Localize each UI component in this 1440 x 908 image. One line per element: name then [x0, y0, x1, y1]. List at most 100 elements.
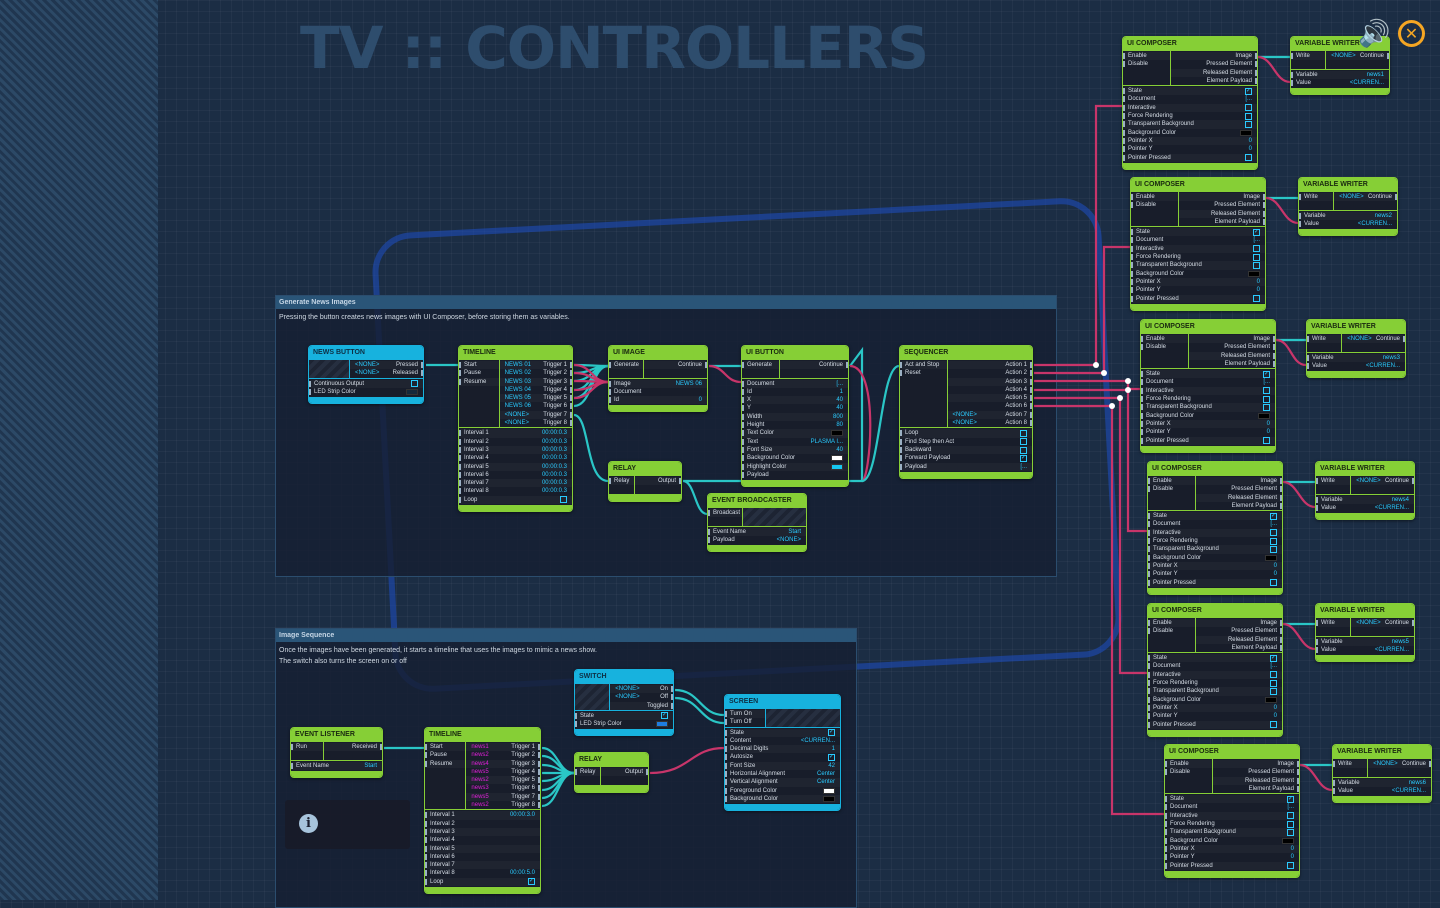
- output-port[interactable]: Pressed Element: [1189, 343, 1275, 351]
- output-port[interactable]: <NONE>Action 8: [948, 419, 1032, 427]
- speaker-volume-icon[interactable]: 🔊: [1358, 18, 1391, 48]
- input-port[interactable]: Disable: [1141, 343, 1188, 351]
- output-port[interactable]: Released Element: [1196, 636, 1282, 644]
- property-row[interactable]: Pointer Pressed: [1131, 295, 1265, 303]
- property-row[interactable]: State✓: [1148, 512, 1282, 520]
- checkbox[interactable]: ✓: [1287, 795, 1294, 803]
- color-swatch[interactable]: [1282, 837, 1294, 844]
- checkbox[interactable]: [1270, 537, 1277, 545]
- property-row[interactable]: LED Strip Color: [309, 388, 423, 396]
- output-port[interactable]: Action 4: [948, 386, 1032, 394]
- output-port[interactable]: Element Payload: [1179, 218, 1265, 226]
- input-port[interactable]: Pause: [459, 369, 499, 377]
- property-row[interactable]: Force Rendering: [1148, 679, 1282, 687]
- input-port[interactable]: Disable: [1148, 627, 1195, 635]
- input-port[interactable]: Enable: [1148, 477, 1195, 485]
- color-swatch[interactable]: [831, 463, 843, 470]
- checkbox[interactable]: ✓: [528, 878, 535, 886]
- property-row[interactable]: LED Strip Color: [575, 720, 673, 728]
- color-swatch[interactable]: [1240, 129, 1252, 136]
- output-port[interactable]: <NONE>On: [610, 685, 673, 693]
- input-port[interactable]: Enable: [1141, 335, 1188, 343]
- checkbox[interactable]: [1245, 154, 1252, 162]
- checkbox[interactable]: [1245, 104, 1252, 112]
- output-port[interactable]: Image: [1196, 477, 1282, 485]
- output-port[interactable]: Released Element: [1213, 777, 1299, 785]
- output-port[interactable]: Action 3: [948, 378, 1032, 386]
- property-row[interactable]: Loop✓: [425, 878, 540, 886]
- input-port[interactable]: Resume: [459, 378, 499, 386]
- property-row[interactable]: Interactive: [1148, 671, 1282, 679]
- checkbox[interactable]: [1287, 862, 1294, 870]
- property-row[interactable]: Interval 6: [425, 853, 540, 861]
- property-row[interactable]: Transparent Background: [1148, 545, 1282, 553]
- input-port[interactable]: Enable: [1165, 760, 1212, 768]
- checkbox[interactable]: [1253, 245, 1260, 253]
- output-port[interactable]: Received: [324, 743, 382, 751]
- checkbox[interactable]: [1245, 112, 1252, 120]
- input-port[interactable]: Write: [1307, 335, 1341, 343]
- color-swatch[interactable]: [823, 795, 835, 802]
- property-row[interactable]: Interval 4: [425, 836, 540, 844]
- output-port[interactable]: <NONE>Continue: [1351, 619, 1414, 627]
- property-row[interactable]: Document[...: [1141, 378, 1275, 386]
- property-row[interactable]: Background Color: [1131, 270, 1265, 278]
- output-port[interactable]: Image: [1196, 619, 1282, 627]
- checkbox[interactable]: [1020, 429, 1027, 437]
- checkbox[interactable]: ✓: [1270, 654, 1277, 662]
- property-row[interactable]: Pointer Pressed: [1123, 154, 1257, 162]
- input-port[interactable]: Enable: [1131, 193, 1178, 201]
- output-port[interactable]: Pressed Element: [1179, 201, 1265, 209]
- input-port[interactable]: Disable: [1131, 201, 1178, 209]
- checkbox[interactable]: [1270, 529, 1277, 537]
- checkbox[interactable]: [1263, 437, 1270, 445]
- property-row[interactable]: Background Color: [1148, 696, 1282, 704]
- output-port[interactable]: Action 2: [948, 369, 1032, 377]
- checkbox[interactable]: [1020, 438, 1027, 446]
- output-port[interactable]: Output: [635, 477, 681, 485]
- property-row[interactable]: Document[...: [1165, 803, 1299, 811]
- property-row[interactable]: Transparent Background: [1131, 261, 1265, 269]
- color-swatch[interactable]: [831, 430, 843, 437]
- input-port[interactable]: Write: [1291, 52, 1325, 60]
- input-port[interactable]: Turn Off: [725, 718, 765, 726]
- property-row[interactable]: Interval 3: [425, 828, 540, 836]
- property-row[interactable]: Force Rendering: [1131, 253, 1265, 261]
- input-port[interactable]: Relay: [575, 768, 600, 776]
- output-port[interactable]: Released Element: [1171, 69, 1257, 77]
- property-row[interactable]: State✓: [1148, 654, 1282, 662]
- output-port[interactable]: Released Element: [1179, 210, 1265, 218]
- property-row[interactable]: Interactive: [1131, 245, 1265, 253]
- checkbox[interactable]: ✓: [1270, 512, 1277, 520]
- input-port[interactable]: Start: [425, 743, 465, 751]
- property-row[interactable]: Content<CURREN...: [725, 737, 840, 745]
- checkbox[interactable]: [560, 496, 567, 504]
- property-row[interactable]: Find Step then Act: [900, 438, 1032, 446]
- property-row[interactable]: Interval 7: [425, 861, 540, 869]
